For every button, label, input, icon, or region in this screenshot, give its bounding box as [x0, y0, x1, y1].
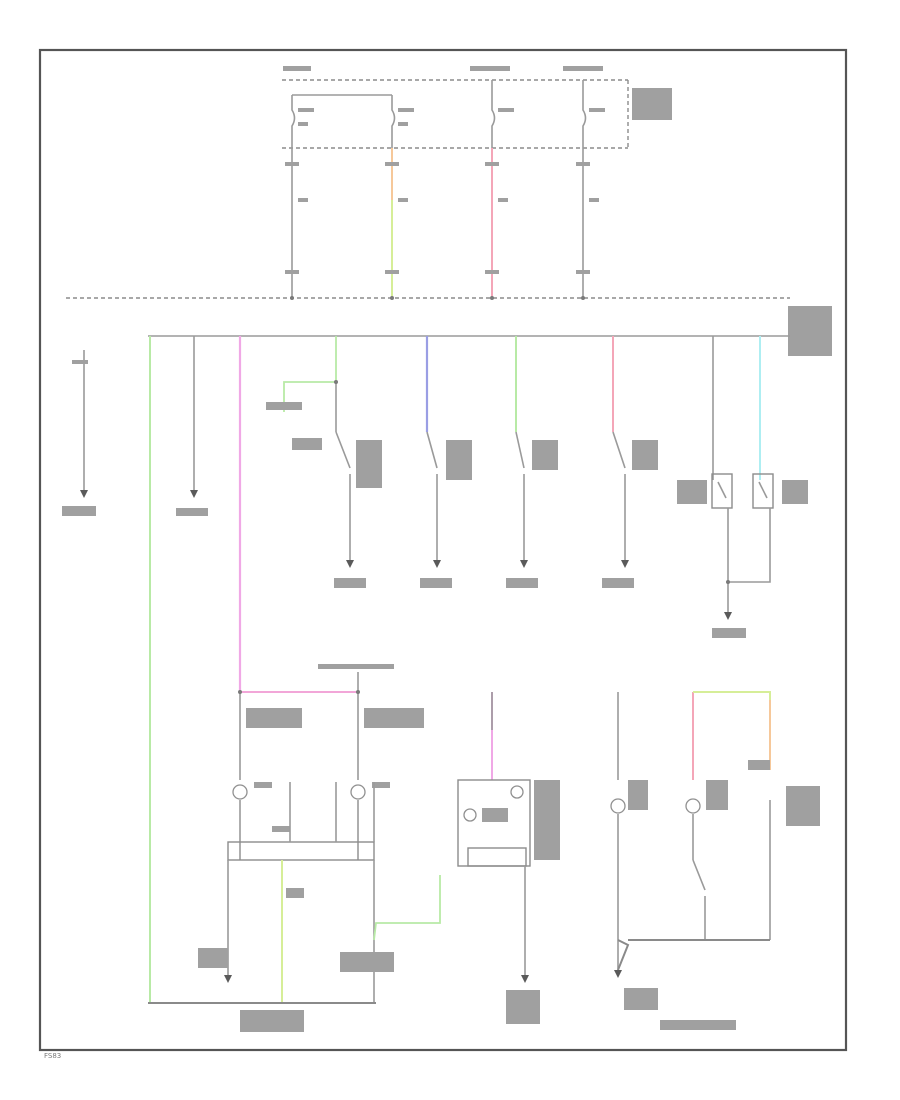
switch-2 [420, 336, 472, 588]
fuse-box-label-3 [563, 66, 603, 71]
module-label-mid [340, 952, 394, 972]
map-lamp-bulb-right-icon [510, 785, 524, 799]
switch-1 [334, 382, 382, 588]
lamp-1 [232, 692, 302, 860]
fuse-1 [291, 95, 314, 148]
ground-6-icon [621, 560, 629, 568]
module-label-left [240, 1010, 304, 1032]
ground-2-icon [190, 490, 198, 498]
lamp-desc-label [198, 948, 228, 968]
reading-lamps [610, 691, 820, 1030]
switch-3 [506, 336, 558, 588]
switch-4-contact [612, 431, 626, 469]
ground-5-icon [520, 560, 528, 568]
ground-1-icon [80, 490, 88, 498]
power-distribution-section [66, 66, 832, 356]
ground-9-icon [521, 975, 529, 983]
branch-section [62, 335, 808, 1003]
reading-lamp-1-bulb-icon [610, 798, 626, 814]
map-lamp-assembly [457, 692, 560, 1024]
ground-8-icon [224, 975, 232, 983]
lamp-section [148, 664, 820, 1032]
reading-lamp-2-bulb-icon [685, 798, 701, 814]
fuse-box-label-1 [283, 66, 311, 71]
junction-box-label [632, 88, 672, 120]
door-switch-left-box [711, 473, 733, 509]
switch-2-contact [426, 431, 438, 469]
door-switch-right-box [752, 473, 774, 509]
fuse-4 [582, 80, 605, 148]
connector-dots [238, 296, 730, 694]
ground-4-icon [433, 560, 441, 568]
connector-labels-top [285, 162, 599, 274]
door-switch-pair [677, 336, 808, 638]
bus-label [788, 306, 832, 356]
fuse-2 [391, 95, 414, 148]
switch-4 [602, 336, 658, 588]
ground-7-icon [724, 612, 732, 620]
interior-lamp-label [292, 438, 322, 450]
lamp-1-bulb-icon [232, 784, 248, 800]
fuse-3 [491, 80, 514, 148]
fuse-box-label-2 [470, 66, 510, 71]
switch-1-contact [335, 431, 351, 469]
reference-code: FS83 [44, 1052, 61, 1060]
lamp-2-bulb-icon [350, 784, 366, 800]
ground-3-icon [346, 560, 354, 568]
branch-2 [176, 336, 208, 516]
map-lamp-switch-block [467, 847, 527, 867]
lamp-2 [350, 692, 424, 860]
switch-3-contact [515, 431, 525, 469]
ground-10-icon [614, 970, 622, 978]
branch-1 [62, 350, 96, 516]
green-return-wire [373, 875, 441, 941]
jumper-label [266, 402, 302, 410]
courtesy-lamp-label [318, 664, 394, 669]
map-lamp-bulb-left-icon [463, 808, 477, 822]
diagram-frame [38, 48, 848, 1052]
dome-lamp-connector [227, 841, 375, 861]
